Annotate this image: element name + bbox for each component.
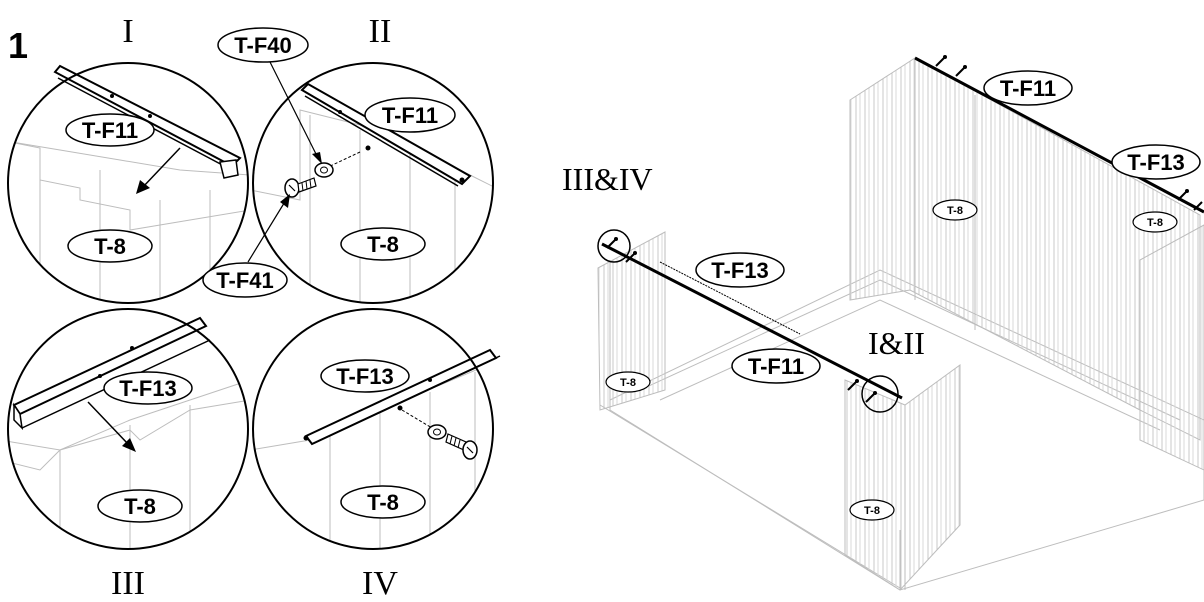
part-callout bbox=[983, 70, 1073, 106]
part-label: T-F11 bbox=[748, 354, 804, 379]
detail-marker bbox=[597, 229, 631, 263]
part-callout bbox=[65, 113, 155, 147]
part-callout bbox=[1132, 211, 1178, 233]
part-callout bbox=[605, 371, 651, 393]
leader-line bbox=[247, 199, 287, 263]
part-label: T-F13 bbox=[1127, 150, 1184, 175]
detail-circle bbox=[252, 308, 494, 550]
part-label: T-F11 bbox=[1000, 76, 1056, 101]
wall-panel bbox=[8, 379, 248, 549]
part-label: T-8 bbox=[367, 490, 399, 515]
part-label: T-F13 bbox=[711, 258, 768, 283]
detail-roman-label: III bbox=[111, 565, 145, 602]
part-label: T-8 bbox=[124, 494, 156, 519]
rail-bar bbox=[12, 316, 211, 431]
part-label: T-F40 bbox=[234, 33, 291, 58]
part-callout bbox=[1111, 144, 1201, 180]
detail-roman-label: I bbox=[122, 13, 133, 50]
screw-icon bbox=[445, 433, 478, 460]
part-label: T-8 bbox=[367, 232, 399, 257]
overview-callout: III&IV bbox=[562, 161, 653, 197]
part-callout bbox=[67, 229, 153, 263]
rail-bar bbox=[601, 242, 903, 400]
direction-arrow bbox=[141, 147, 181, 189]
detail-roman-label: IV bbox=[362, 565, 398, 602]
part-label: T-F11 bbox=[82, 118, 138, 143]
part-callout bbox=[731, 348, 821, 384]
direction-arrow bbox=[87, 401, 129, 445]
rail-bar bbox=[300, 82, 472, 187]
screw-icon bbox=[606, 55, 1203, 403]
detail-marker bbox=[861, 375, 899, 413]
part-label: T-F13 bbox=[336, 364, 393, 389]
part-label: T-F13 bbox=[119, 376, 176, 401]
detail-i: I T-F11 T-8 bbox=[7, 13, 249, 304]
part-callout bbox=[103, 371, 193, 405]
part-label: T-8 bbox=[620, 377, 636, 389]
part-label: T-F41 bbox=[216, 268, 273, 293]
part-callout bbox=[217, 27, 309, 63]
part-callout bbox=[695, 252, 785, 288]
part-callout bbox=[340, 227, 426, 261]
step-number: 1 bbox=[8, 25, 28, 66]
washer-icon bbox=[314, 162, 334, 178]
part-callout bbox=[320, 359, 410, 393]
part-label: T-F11 bbox=[382, 103, 438, 128]
rail-bar bbox=[914, 56, 1204, 214]
overview-callout: I&II bbox=[868, 325, 925, 361]
detail-circle bbox=[7, 62, 249, 304]
part-callout bbox=[849, 499, 895, 521]
detail-circle bbox=[7, 308, 249, 550]
shed-overview: III&IV I&II T-F11 T-F13 T-8 T-8 T-F13 T-… bbox=[562, 55, 1204, 591]
detail-ii: II T-F40 bbox=[202, 13, 494, 304]
rail-bar bbox=[303, 348, 501, 446]
part-callout bbox=[97, 489, 183, 523]
part-callout bbox=[340, 485, 426, 519]
detail-circle bbox=[252, 62, 494, 304]
detail-iii: III T-F13 T-8 bbox=[7, 308, 249, 602]
part-callout bbox=[364, 97, 456, 133]
part-label: T-8 bbox=[94, 234, 126, 259]
part-label: T-8 bbox=[864, 505, 880, 517]
detail-roman-label: II bbox=[369, 13, 392, 50]
part-callout bbox=[932, 199, 978, 221]
washer-icon bbox=[427, 424, 447, 440]
screw-icon bbox=[284, 177, 317, 198]
leader-line bbox=[269, 61, 319, 159]
part-label: T-8 bbox=[1147, 217, 1163, 229]
part-callout bbox=[202, 262, 288, 298]
detail-iv: IV T-F13 bbox=[252, 308, 501, 602]
part-label: T-8 bbox=[947, 205, 963, 217]
rail-bar bbox=[53, 64, 242, 179]
